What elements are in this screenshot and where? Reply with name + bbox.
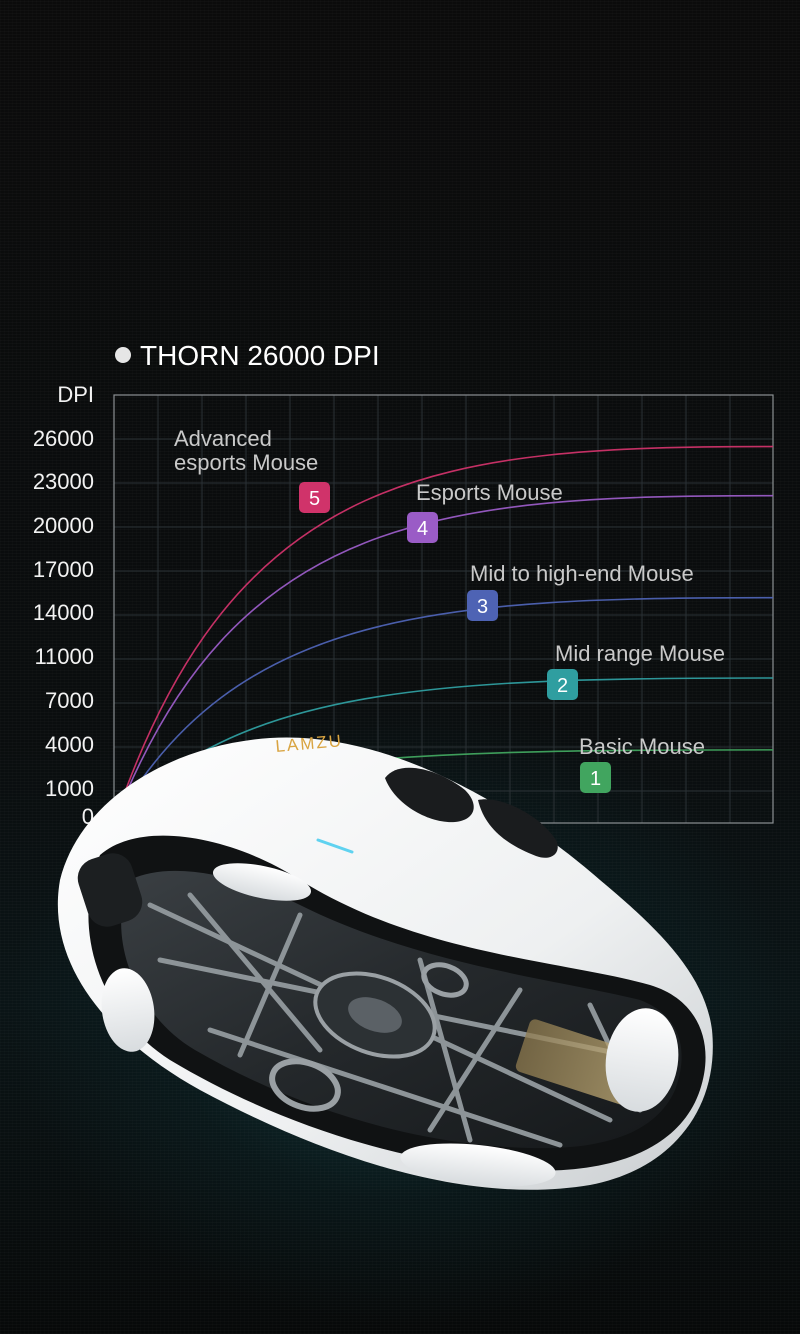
y-tick-label: 4000 [45, 732, 94, 757]
rank-badge-4 [407, 512, 438, 543]
skate-left [101, 968, 155, 1052]
y-tick-label: 17000 [33, 557, 94, 582]
rank-badge-number: 4 [417, 518, 428, 540]
y-tick-label: 26000 [33, 426, 94, 451]
screw-ring [421, 962, 469, 998]
y-tick-label: 20000 [33, 513, 94, 538]
rank-badge-1 [580, 762, 611, 793]
series-curve-3 [113, 596, 774, 824]
skate-right [605, 1008, 679, 1112]
series-curve-5 [113, 445, 774, 824]
skate-top [212, 863, 312, 901]
rank-badge-number: 2 [557, 675, 568, 697]
rank-badge-3 [467, 590, 498, 621]
indicator-light [316, 838, 354, 854]
dpi-button-ring [269, 1058, 341, 1112]
mouse-product-image: LAMZU [57, 731, 713, 1190]
series-label-3: Mid to high-end Mouse [470, 561, 694, 586]
side-button-back [478, 799, 558, 858]
chart-grid [113, 394, 774, 824]
y-axis-ticks: 26000 23000 20000 17000 14000 11000 7000 4000 10… [33, 426, 94, 829]
y-tick-label: 1000 [45, 776, 94, 801]
rank-badge-number: 5 [309, 488, 320, 510]
series-curve-4 [113, 494, 774, 824]
title-bullet-icon [115, 347, 131, 363]
y-tick-label: 7000 [45, 688, 94, 713]
rank-badge-2 [547, 669, 578, 700]
side-button-front [385, 767, 474, 823]
series-label-4: Esports Mouse [416, 480, 563, 505]
series-label-1: Basic Mouse [579, 734, 705, 759]
sensor-lens [348, 997, 402, 1033]
rank-badge-number: 1 [590, 768, 601, 790]
y-tick-label: 14000 [33, 600, 94, 625]
series-label-2: Mid range Mouse [555, 641, 725, 666]
y-axis-label: DPI [57, 382, 94, 407]
rank-badge-5 [299, 482, 330, 513]
rank-badge-number: 3 [477, 596, 488, 618]
y-tick-label: 11000 [34, 644, 94, 669]
y-tick-label: 23000 [33, 469, 94, 494]
chart-title: THORN 26000 DPI [140, 340, 380, 371]
skate-bottom [400, 1143, 556, 1187]
usb-port [77, 853, 143, 927]
